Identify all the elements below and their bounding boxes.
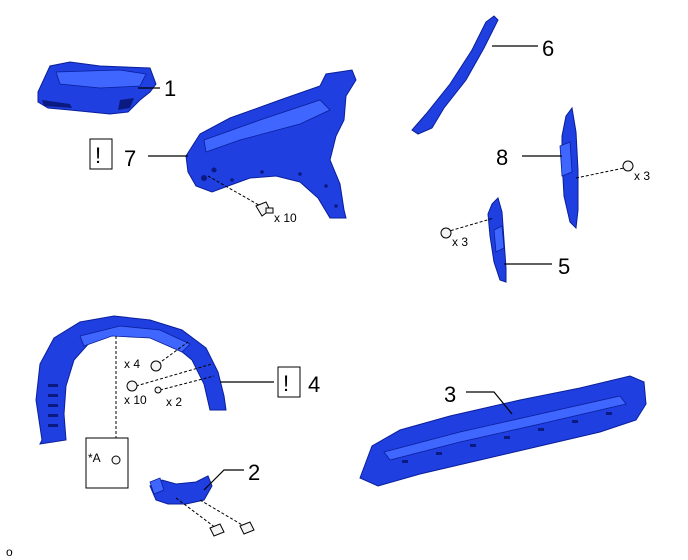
bracket-bolt-icon: [209, 521, 255, 537]
seal-clip-qty: x 3: [634, 169, 650, 183]
part-fender-seal: [559, 106, 579, 230]
ref-a-box: [85, 437, 129, 489]
trim-clip-icon: [440, 227, 452, 239]
leader-3: [466, 391, 513, 415]
callout-8: 8: [496, 145, 508, 170]
liner-clip-b-icon: [126, 380, 138, 392]
callout-7: 7: [124, 146, 136, 171]
leader-2: [203, 469, 244, 491]
callout-5: 5: [558, 254, 570, 279]
part-bracket: [149, 475, 213, 505]
ref-a-clip-icon: [111, 455, 121, 465]
liner-screw-icon: [154, 386, 162, 394]
ref-a-label: *A: [88, 451, 101, 465]
liner-clip-a-icon: [150, 360, 162, 372]
callout-6: 6: [542, 36, 554, 61]
fender-bolt-icon: [255, 201, 274, 217]
liner-clip-b-qty: x 10: [124, 393, 147, 407]
liner-clip-a-qty: x 4: [124, 357, 140, 371]
part-headlamp: [37, 61, 157, 115]
part-pillar-garnish: [411, 15, 499, 135]
liner-clip-a-guide: [157, 341, 189, 365]
part-fender-liner: [35, 315, 227, 445]
bracket-bolt-guide-1: [175, 497, 217, 529]
seal-clip-guide: [575, 167, 625, 179]
liner-screw-guide: [159, 375, 215, 391]
trim-clip-guide: [445, 217, 495, 233]
liner-screw-qty: x 2: [166, 395, 182, 409]
caution-box-4: [277, 366, 301, 398]
bracket-bolt-guide-2: [199, 499, 245, 527]
callout-3: 3: [444, 382, 456, 407]
diagram-corner-code: o: [6, 545, 13, 559]
caution-mark-4: !: [283, 371, 289, 396]
callout-1: 1: [164, 76, 176, 101]
caution-box-7: [89, 138, 113, 170]
caution-mark-7: !: [95, 143, 101, 168]
trim-clip-qty: x 3: [452, 235, 468, 249]
seal-clip-icon: [622, 160, 634, 172]
fender-bolt-guide: [207, 175, 265, 209]
part-fender: [185, 69, 357, 219]
part-rocker-panel: [359, 375, 647, 487]
part-rear-trim: [487, 197, 507, 283]
callout-4: 4: [308, 372, 320, 397]
liner-clip-b-guide: [135, 363, 213, 387]
callout-2: 2: [248, 460, 260, 485]
fender-bolt-qty: x 10: [274, 211, 297, 225]
